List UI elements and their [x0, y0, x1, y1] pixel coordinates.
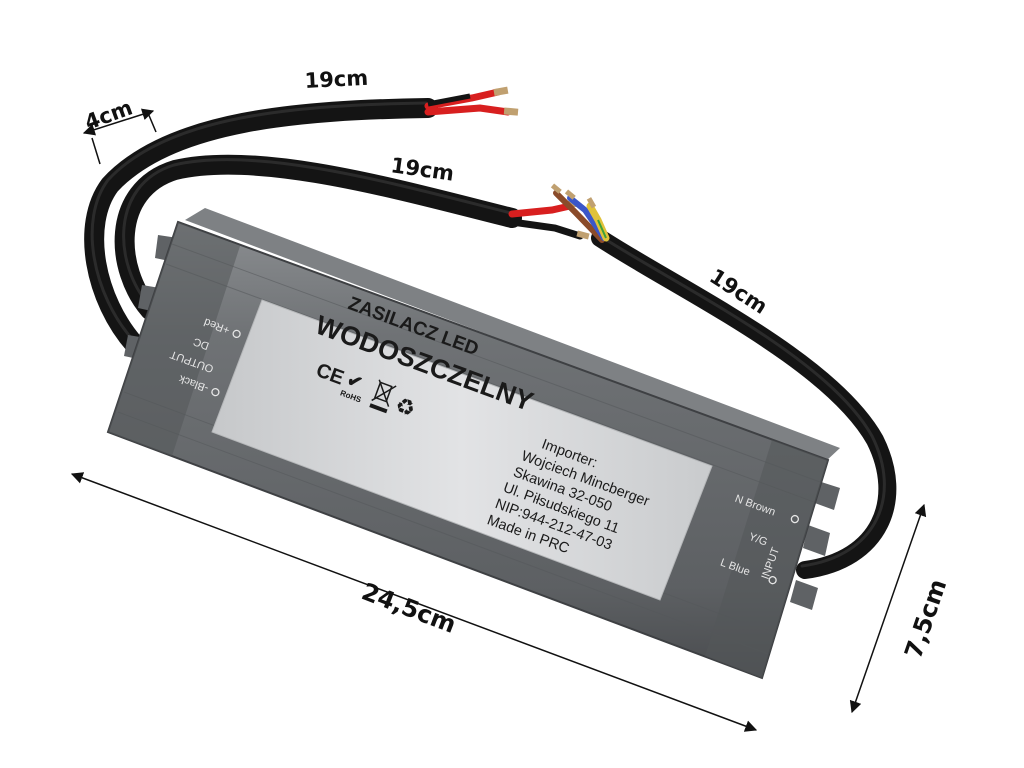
output-cable-top: [84, 98, 438, 355]
weee-bin-icon: [369, 379, 397, 414]
wire-ends-input: [550, 183, 610, 243]
wire-ends-top: [424, 86, 519, 116]
dimension-body-width: [849, 503, 927, 714]
cable-spacing-text: 4cm: [82, 95, 136, 134]
output-dc-label: DC: [192, 335, 211, 352]
dimension-body-length: [70, 472, 758, 732]
wire-ends-middle: [508, 201, 590, 240]
output-cable-middle: [114, 154, 522, 320]
body-length-text: 24,5cm: [358, 577, 460, 638]
top-cable-length-text: 19cm: [304, 66, 369, 93]
body-width-text: 7,5cm: [899, 576, 952, 662]
check-mark-icon: ✔: [344, 369, 365, 393]
dimension-cable-spacing: [82, 108, 157, 165]
